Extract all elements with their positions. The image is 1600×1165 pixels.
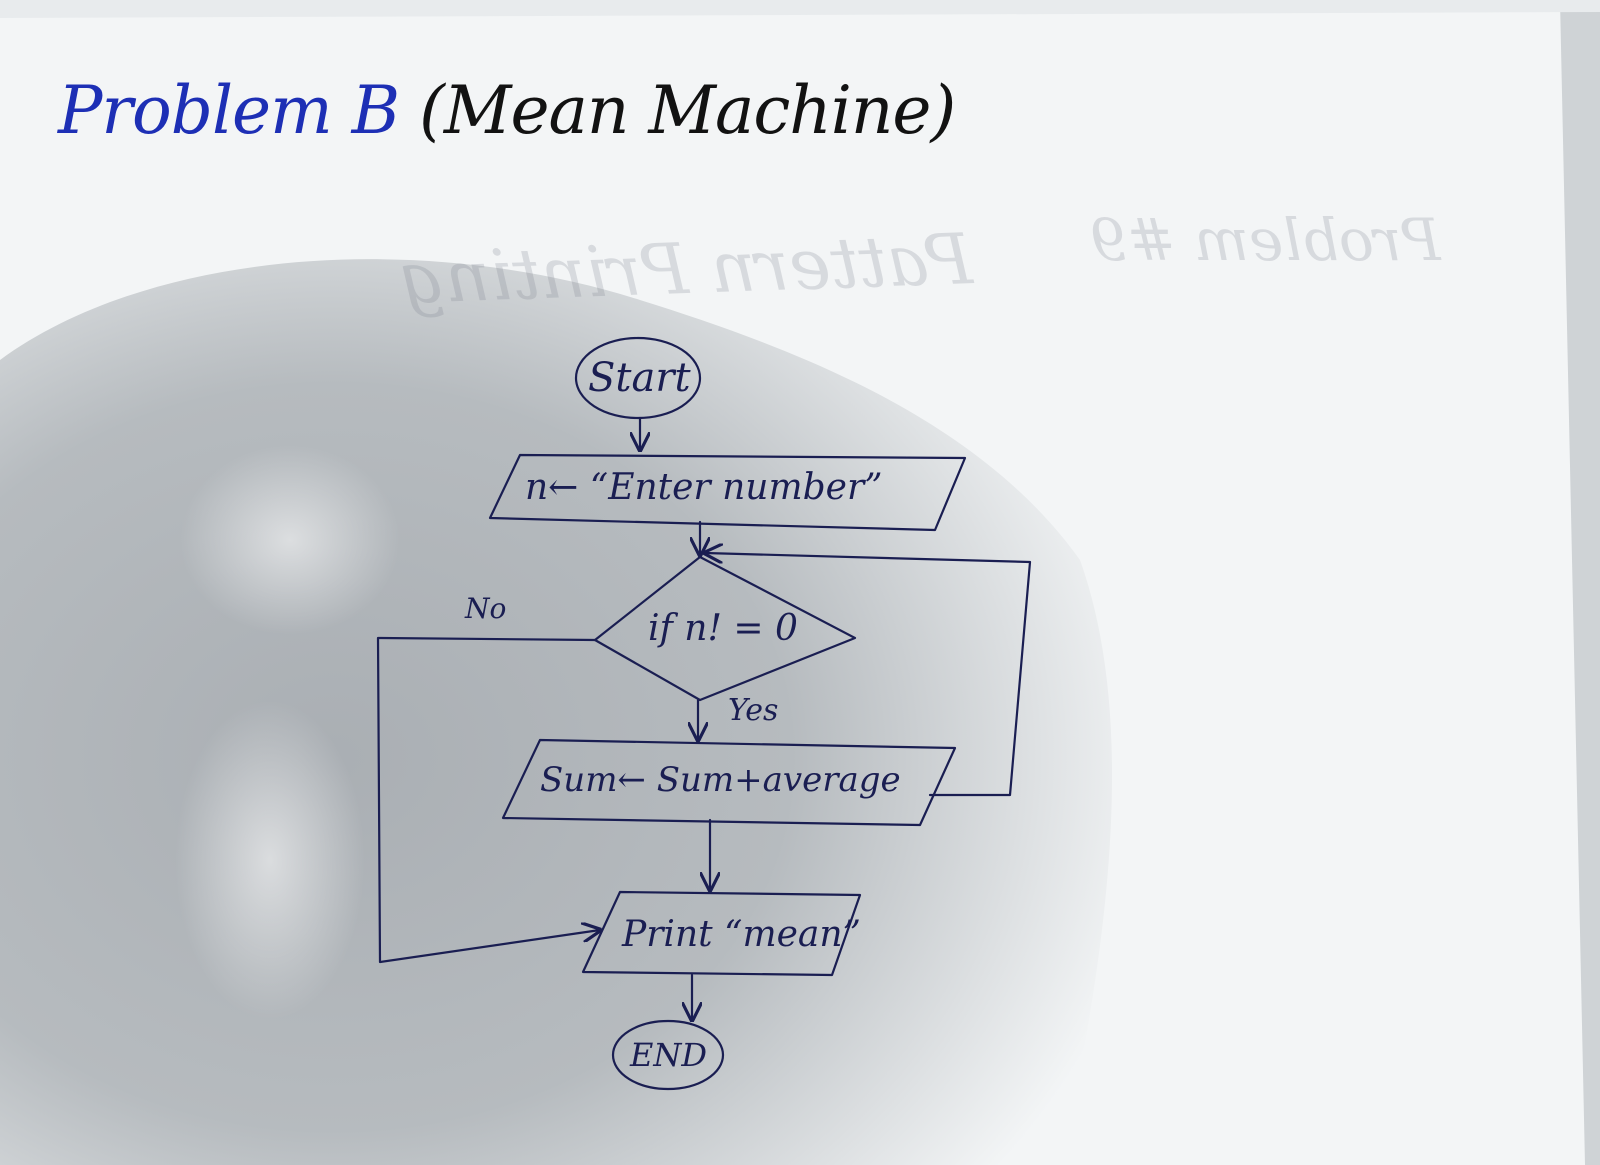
page-title: Problem B (Mean Machine) xyxy=(58,72,956,149)
input-label: n← “Enter number” xyxy=(525,467,883,508)
no-label: No xyxy=(465,592,507,625)
loop-back-arrow xyxy=(705,553,1032,797)
process-parallelogram xyxy=(501,738,957,827)
decision-diamond xyxy=(593,555,857,702)
arrow-decision-no xyxy=(376,636,600,964)
title-close-paren: ) xyxy=(930,72,956,149)
light-glare xyxy=(180,445,400,635)
light-glare-lower xyxy=(175,700,365,1020)
output-parallelogram xyxy=(581,890,862,977)
start-terminator xyxy=(574,336,702,420)
decision-label: if n! = 0 xyxy=(648,608,798,649)
title-main: Problem B xyxy=(58,72,400,149)
input-parallelogram xyxy=(488,453,967,532)
title-open-paren: ( xyxy=(419,72,445,149)
yes-label: Yes xyxy=(728,693,779,728)
output-label: Print “mean” xyxy=(622,914,861,955)
page-edge xyxy=(1560,0,1600,1165)
end-terminator xyxy=(611,1019,725,1091)
top-edge xyxy=(0,0,1600,18)
title-sub: Mean Machine xyxy=(443,72,932,149)
end-label: END xyxy=(630,1036,708,1074)
process-label: Sum← Sum+average xyxy=(540,760,901,800)
start-label: Start xyxy=(588,355,691,401)
